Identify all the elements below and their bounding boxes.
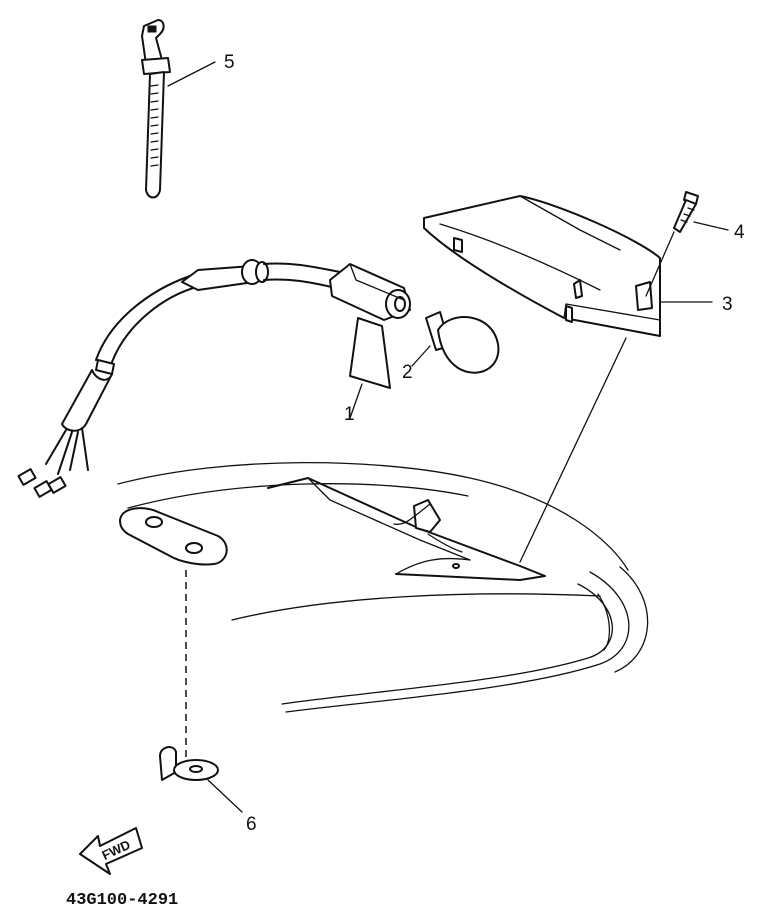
screw (645, 191, 729, 297)
bulb (411, 311, 500, 374)
forward-direction-arrow: FWD (79, 827, 143, 875)
mount-plate (119, 507, 228, 770)
tail-light-lens (423, 195, 713, 563)
callout-6: 6 (246, 814, 257, 835)
grommet (159, 746, 243, 813)
diagram-code: 43G100-4291 (66, 891, 178, 910)
callout-2: 2 (402, 362, 413, 383)
socket-cord (17, 259, 411, 498)
callout-1: 1 (344, 404, 355, 425)
rear-fender-body (117, 461, 649, 713)
cable-tie (141, 19, 216, 199)
callout-5: 5 (224, 52, 235, 73)
callout-3: 3 (722, 294, 733, 315)
callout-4: 4 (734, 222, 745, 243)
